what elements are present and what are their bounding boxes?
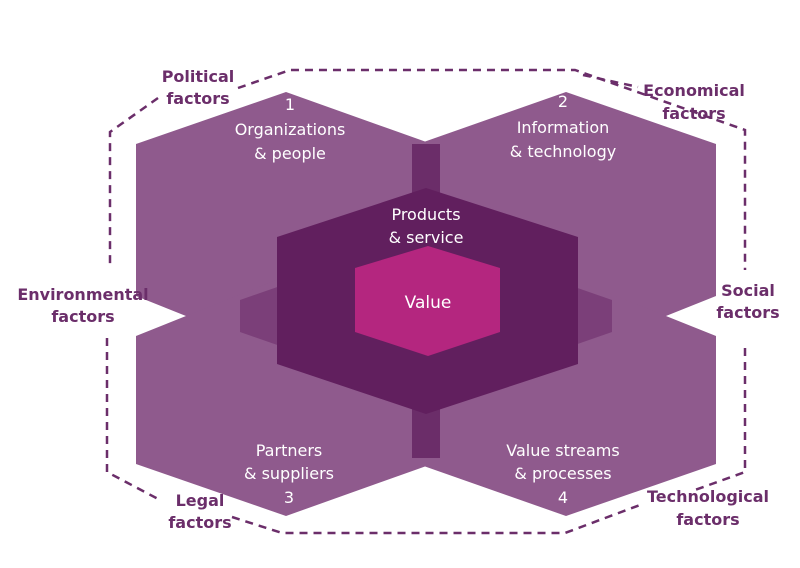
dimension-3-number: 3 [284, 488, 294, 507]
legal-line1: Legal [176, 491, 225, 510]
dimension-4-number: 4 [558, 488, 568, 507]
environmental-factors-label: Environmental factors [17, 285, 148, 326]
dimension-2-line2: & technology [510, 142, 616, 161]
technological-line2: factors [676, 510, 739, 529]
dimension-3-line1: Partners [256, 441, 322, 460]
economical-line2: factors [662, 104, 725, 123]
dimension-1-number: 1 [285, 95, 295, 114]
dimension-2-number: 2 [558, 92, 568, 111]
environmental-line2: factors [51, 307, 114, 326]
pestle-dashed-border-left [237, 68, 747, 270]
economical-line1: Economical [643, 81, 745, 100]
social-factors-label: Social factors [716, 281, 779, 322]
pestle-dashed-border-bottom-left [105, 338, 161, 502]
political-factors-label: Political factors [162, 67, 235, 108]
value-label: Value [405, 293, 452, 313]
dimension-1-line1: Organizations [235, 120, 346, 139]
political-line1: Political [162, 67, 235, 86]
dimension-4-line1: Value streams [506, 441, 619, 460]
dimension-2-label: 2 Information & technology [510, 92, 616, 161]
technological-factors-label: Technological factors [647, 487, 769, 529]
legal-factors-label: Legal factors [168, 491, 231, 532]
political-line2: factors [166, 89, 229, 108]
environmental-line1: Environmental [17, 285, 148, 304]
pestle-dashed-border-top-left [108, 96, 159, 268]
dimension-3-label: Partners & suppliers 3 [244, 441, 334, 507]
technological-line1: Technological [647, 487, 769, 506]
dimension-3-line2: & suppliers [244, 464, 334, 483]
legal-line2: factors [168, 513, 231, 532]
pestle-dashed-border-bottom-right [694, 348, 747, 492]
dimension-4-line2: & processes [514, 464, 611, 483]
social-line1: Social [721, 281, 775, 300]
economical-factors-label: Economical factors [643, 81, 745, 123]
dimension-4-label: Value streams & processes 4 [506, 441, 619, 507]
dimension-1-label: 1 Organizations & people [235, 95, 346, 163]
hexagon-value [355, 246, 500, 356]
dimension-2-line1: Information [517, 118, 610, 137]
dimension-1-line2: & people [254, 144, 326, 163]
social-line2: factors [716, 303, 779, 322]
products-service-line2: & service [389, 228, 464, 247]
products-service-line1: Products [391, 205, 460, 224]
pestle-dashed-border-top-right [582, 73, 639, 89]
